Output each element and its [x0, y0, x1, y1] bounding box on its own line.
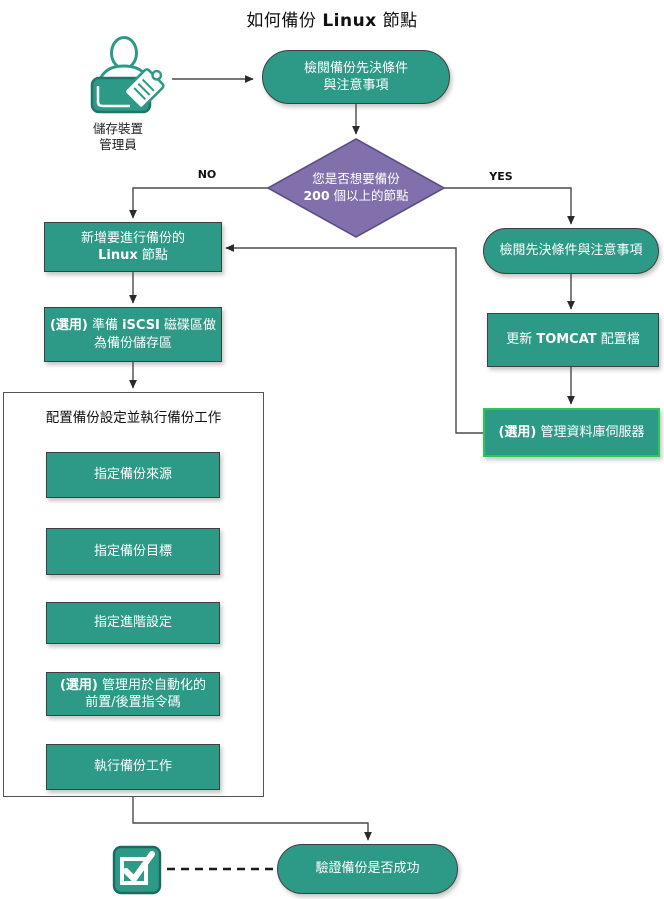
node-label-bold: (選用): [49, 318, 88, 334]
edge-label-yes: YES: [489, 170, 513, 183]
node-label: 與注意事項: [323, 78, 389, 93]
node-label: 指定進階設定: [93, 615, 172, 631]
node-label-bold: (選用): [498, 424, 537, 440]
node-add-linux-nodes[interactable]: 新增要進行備份的 Linux 節點: [44, 222, 222, 272]
node-label-bold: Linux: [98, 248, 138, 263]
connector-db-to-addnode: [225, 244, 483, 434]
node-specify-backup-source[interactable]: 指定備份來源: [46, 452, 220, 498]
node-label-bold: iSCSI: [122, 318, 160, 334]
node-label-rest: 管理用於自動化的: [97, 677, 207, 693]
node-label-rest: 配置檔: [596, 332, 640, 348]
decision-diamond-shape: [266, 138, 446, 238]
node-label: 指定備份目標: [93, 543, 172, 559]
connector-decision-yes: [444, 187, 575, 225]
node-label-rest: 準備: [87, 318, 123, 334]
decision-line2: 200 個以上的節點: [303, 188, 408, 205]
decision-node: 您是否想要備份 200 個以上的節點: [276, 159, 436, 217]
node-label-rest: 磁碟區做: [159, 318, 217, 334]
node-manage-database-server[interactable]: (選用) 管理資料庫伺服器: [483, 408, 660, 457]
node-label: 指定備份來源: [93, 467, 172, 483]
node-label: 為備份儲存區: [93, 335, 172, 351]
node-review-prerequisites[interactable]: 檢閱先決條件與注意事項: [483, 228, 659, 274]
node-label: Linux 節點: [98, 247, 168, 264]
node-label: 執行備份工作: [93, 759, 172, 775]
node-label: 檢閱先決條件與注意事項: [499, 243, 643, 259]
node-label: 新增要進行備份的: [80, 230, 185, 246]
decision-line1: 您是否想要備份: [312, 171, 400, 187]
checkbox-checked-icon: [112, 845, 162, 895]
node-label-rest: 節點: [137, 248, 168, 263]
connector-decision-no: [129, 187, 268, 219]
node-manage-pre-post-scripts[interactable]: (選用) 管理用於自動化的 前置/後置指令碼: [46, 672, 220, 716]
node-label: 檢閱備份先決條件: [303, 60, 408, 76]
page-title-bold: Linux: [322, 11, 377, 31]
node-specify-advanced-settings[interactable]: 指定進階設定: [46, 602, 220, 644]
node-specify-backup-target[interactable]: 指定備份目標: [46, 528, 220, 575]
node-label: (選用) 管理資料庫伺服器: [498, 424, 644, 441]
decision-line2-bold: 200: [303, 188, 330, 203]
node-label: 更新 TOMCAT 配置檔: [506, 331, 640, 348]
page-title: 如何備份 Linux 節點: [0, 6, 664, 31]
node-label-rest: 更新: [506, 332, 537, 348]
node-label: 驗證備份是否成功: [315, 861, 420, 877]
page-title-pre: 如何備份: [246, 11, 323, 31]
group-title: 配置備份設定並執行備份工作: [45, 410, 222, 426]
node-label-rest: 管理資料庫伺服器: [536, 424, 645, 440]
edge-label-no: NO: [197, 168, 217, 181]
node-prepare-iscsi-volume[interactable]: (選用) 準備 iSCSI 磁碟區做 為備份儲存區: [44, 307, 222, 362]
actor-label-line1: 儲存裝置: [92, 121, 143, 136]
node-run-backup-job[interactable]: 執行備份工作: [46, 744, 220, 790]
node-label-bold: TOMCAT: [536, 332, 597, 348]
node-update-tomcat-config[interactable]: 更新 TOMCAT 配置檔: [487, 313, 659, 367]
node-label: 前置/後置指令碼: [85, 695, 181, 710]
page-title-post: 節點: [376, 11, 418, 31]
decision-line2-rest: 個以上的節點: [329, 188, 409, 203]
connector-group-to-verify: [132, 797, 372, 841]
actor-label: 儲存裝置 管理員: [78, 121, 158, 154]
node-label: (選用) 管理用於自動化的: [60, 677, 206, 694]
node-verify-backup-success[interactable]: 驗證備份是否成功: [277, 844, 458, 894]
storage-admin-icon: [90, 36, 165, 114]
node-label-bold: (選用): [59, 677, 98, 693]
node-label: (選用) 準備 iSCSI 磁碟區做: [50, 317, 216, 334]
actor-label-line2: 管理員: [99, 137, 137, 153]
node-review-backup-prerequisites[interactable]: 檢閱備份先決條件 與注意事項: [262, 50, 450, 104]
